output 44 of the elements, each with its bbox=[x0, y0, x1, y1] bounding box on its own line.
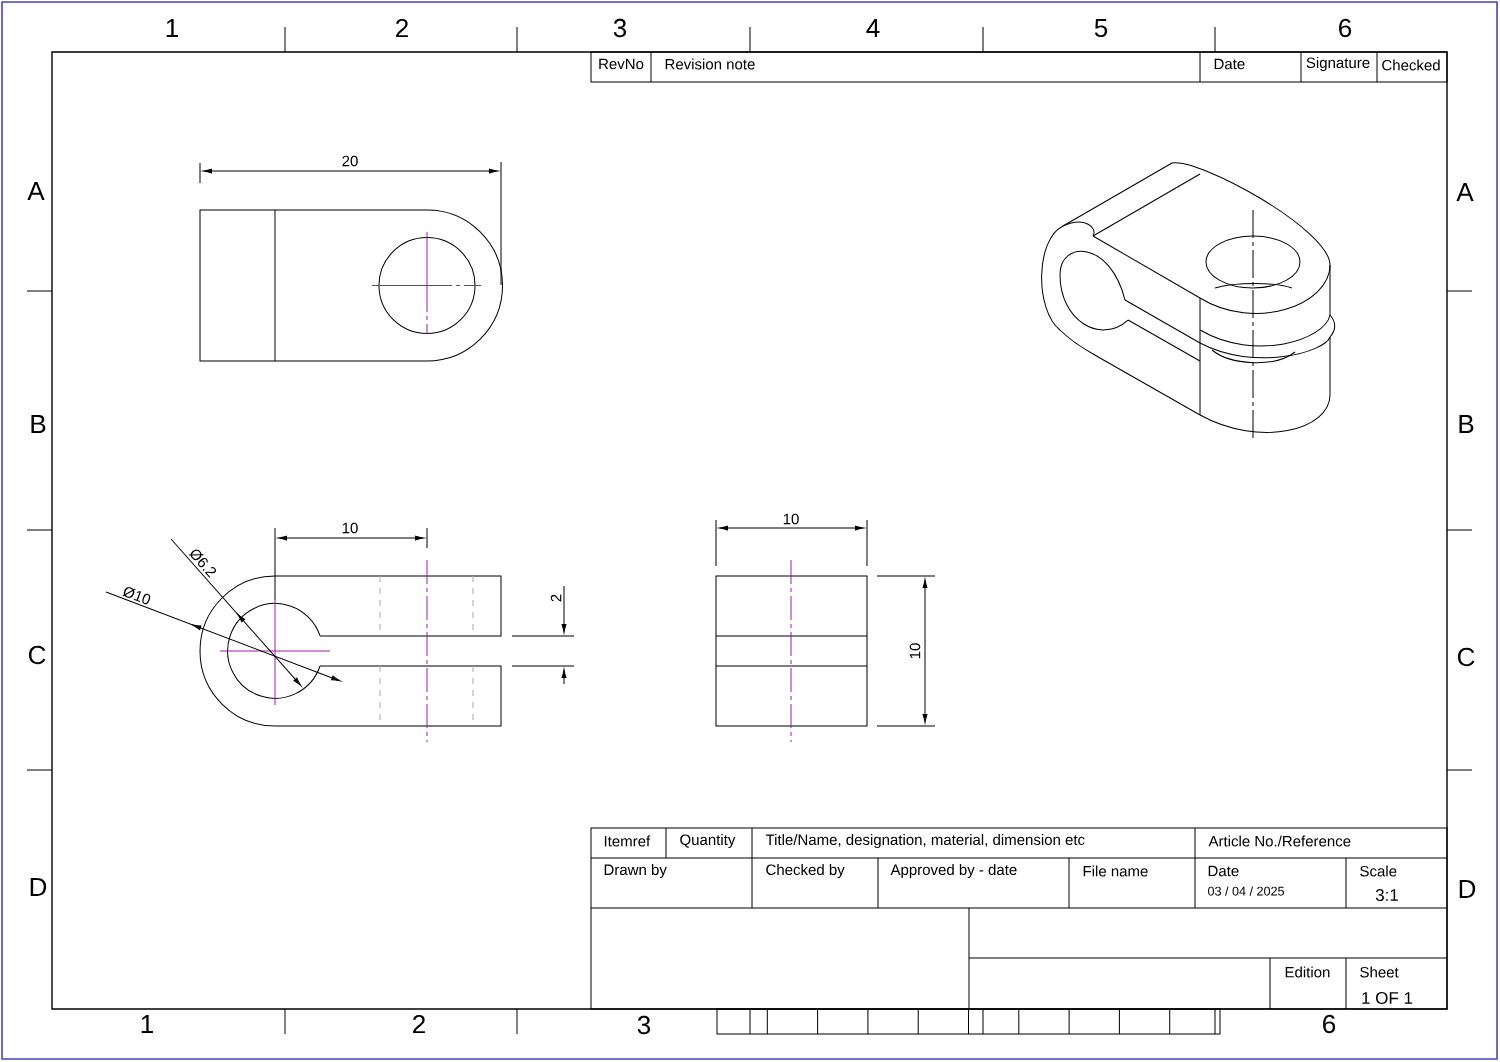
zone-number: 6 bbox=[1323, 1014, 1336, 1034]
zone-number: 3 bbox=[637, 1015, 651, 1035]
dimension-value: Ø10 bbox=[122, 587, 151, 605]
column-header: RevNo bbox=[599, 58, 644, 70]
zone-number: 5 bbox=[1094, 18, 1108, 38]
dimension-value: 10 bbox=[909, 643, 921, 659]
title-block-field: Approved by - date bbox=[890, 864, 1017, 878]
title-block-field: Sheet bbox=[1360, 966, 1399, 978]
column-header: Checked bbox=[1382, 59, 1440, 71]
zone-letter: D bbox=[30, 878, 47, 896]
title-block-field: Scale bbox=[1360, 865, 1397, 877]
zone-number: 6 bbox=[1339, 18, 1352, 38]
zone-number: 2 bbox=[413, 1014, 425, 1034]
title-block-field: Itemref bbox=[604, 835, 651, 847]
title-block-field: File name bbox=[1083, 865, 1148, 877]
zone-letter: B bbox=[1459, 415, 1474, 433]
dimension-value: 10 bbox=[783, 513, 799, 525]
title-block-field: Quantity bbox=[680, 834, 736, 848]
sheet-number: 1 OF 1 bbox=[1362, 992, 1413, 1004]
title-block-field: Drawn by bbox=[604, 864, 667, 878]
title-block-field: Article No./Reference bbox=[1208, 835, 1351, 847]
dimension-value: 10 bbox=[342, 522, 358, 534]
zone-letter: A bbox=[27, 182, 45, 200]
zone-number: 2 bbox=[396, 18, 408, 38]
dimension-value: 20 bbox=[342, 155, 358, 167]
zone-number: 4 bbox=[866, 19, 880, 37]
zone-number: 1 bbox=[166, 19, 178, 37]
zone-number: 3 bbox=[613, 18, 627, 38]
zone-letter: B bbox=[31, 415, 46, 433]
dimension-value: 2 bbox=[550, 594, 562, 602]
zone-letter: C bbox=[28, 645, 46, 665]
title-block-field: Title/Name, designation, material, dimension etc bbox=[765, 834, 1085, 848]
column-header: Revision note bbox=[665, 58, 755, 70]
scale-value: 3:1 bbox=[1375, 889, 1398, 901]
title-block-field: Date bbox=[1208, 865, 1239, 877]
column-header: Signature bbox=[1306, 57, 1370, 71]
column-header: Date bbox=[1214, 58, 1245, 70]
zone-letter: C bbox=[1457, 647, 1475, 667]
zone-letter: A bbox=[1456, 183, 1474, 201]
zone-letter: D bbox=[1459, 880, 1476, 898]
date-value: 03 / 04 / 2025 bbox=[1208, 886, 1285, 896]
title-block-field: Checked by bbox=[766, 864, 845, 878]
title-block-field: Edition bbox=[1285, 966, 1330, 978]
zone-number: 1 bbox=[141, 1015, 153, 1033]
